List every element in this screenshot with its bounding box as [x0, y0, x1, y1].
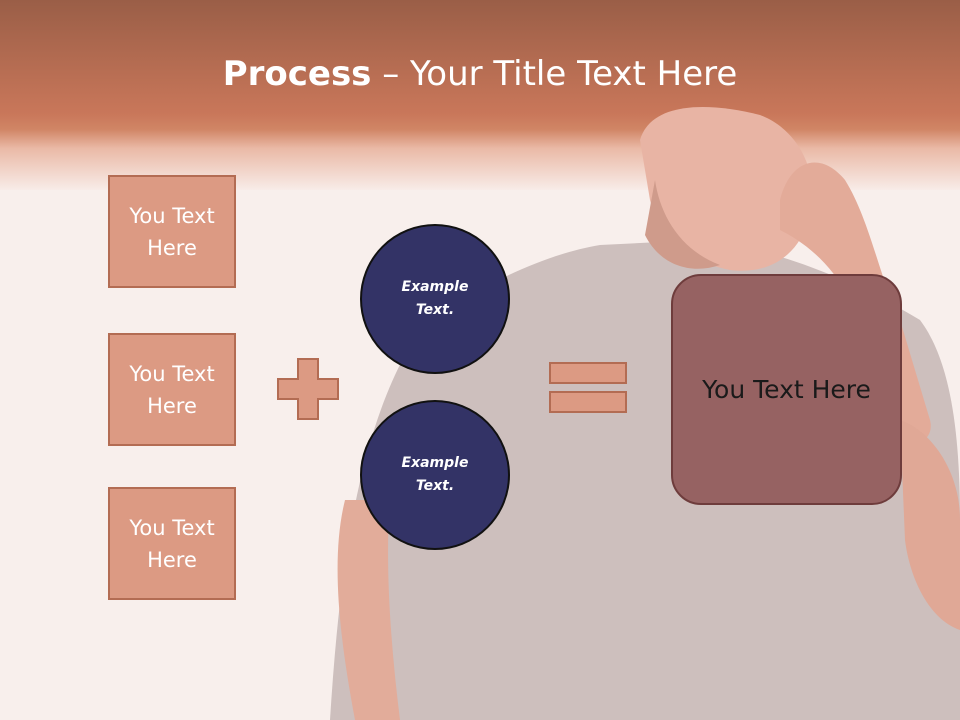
text-box-3[interactable]: You Text Here [108, 487, 236, 600]
text-box-2[interactable]: You Text Here [108, 333, 236, 446]
slide-title: Process – Your Title Text Here [0, 52, 960, 96]
text-box-1[interactable]: You Text Here [108, 175, 236, 288]
title-rest: – Your Title Text Here [371, 54, 738, 94]
result-box[interactable]: You Text Here [671, 274, 902, 505]
plus-icon [277, 358, 339, 420]
circle-2[interactable]: Example Text. [360, 400, 510, 550]
text-box-1-label: You Text Here [129, 203, 215, 260]
circle-2-label: Example Text. [401, 455, 469, 494]
result-box-label: You Text Here [702, 375, 871, 404]
circle-1[interactable]: Example Text. [360, 224, 510, 374]
text-box-3-label: You Text Here [129, 515, 215, 572]
text-box-2-label: You Text Here [129, 361, 215, 418]
equals-icon [549, 362, 627, 413]
title-bold: Process [222, 54, 372, 94]
circle-1-label: Example Text. [401, 279, 469, 318]
